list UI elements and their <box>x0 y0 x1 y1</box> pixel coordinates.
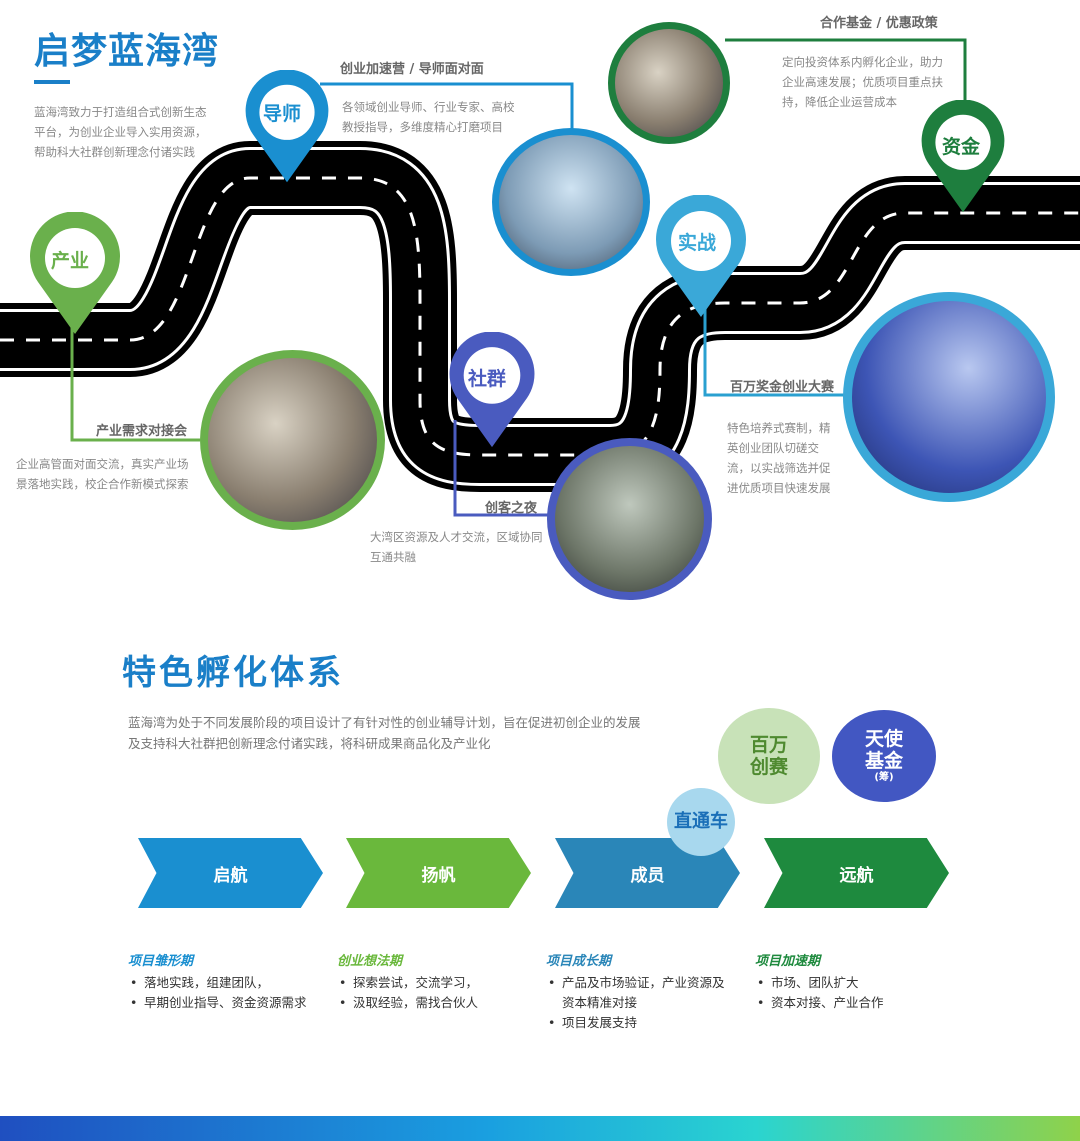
pin-industry-icon <box>30 212 120 334</box>
stage-bullet: 探索尝试，交流学习， <box>337 973 537 993</box>
title-underline <box>34 80 70 84</box>
intro-text: 蓝海湾致力于打造组合式创新生态平台，为创业企业导入实用资源，帮助科大社群创新理念… <box>34 105 207 159</box>
item-text-funding: 定向投资体系内孵化企业，助力企业高速发展；优质项目重点扶持，降低企业运营成本 <box>782 55 943 109</box>
stage-arrow-2: 扬帆 <box>346 838 531 908</box>
photo-community <box>547 438 712 600</box>
photo-funding <box>608 22 730 144</box>
stage-bullet: 落地实践，组建团队， <box>128 973 328 993</box>
bubble-contest-line2: 创赛 <box>749 756 788 778</box>
stage-phase: 创业想法期 <box>337 954 403 969</box>
stage-phase: 项目雏形期 <box>128 954 194 969</box>
pin-practice-icon <box>656 195 746 317</box>
incubation-intro: 蓝海湾为处于不同发展阶段的项目设计了有针对性的创业辅导计划，旨在促进初创企业的发… <box>128 715 641 751</box>
bubble-express: 直通车 <box>667 788 735 856</box>
photo-industry <box>200 350 385 530</box>
item-heading-community: 创客之夜 <box>485 501 538 516</box>
item-text-mentor: 各领域创业导师、行业专家、高校教授指导，多维度精心打磨项目 <box>342 100 515 134</box>
stage-label: 远航 <box>839 865 874 886</box>
item-heading-industry: 产业需求对接会 <box>96 424 188 439</box>
stage-bullet: 市场、团队扩大 <box>755 973 955 993</box>
stage-bullet: 汲取经验，需找合伙人 <box>337 993 537 1013</box>
bubble-contest-line1: 百万 <box>749 734 788 756</box>
stage-phase: 项目成长期 <box>546 954 612 969</box>
stage-bullet: 早期创业指导、资金资源需求 <box>128 993 328 1013</box>
item-text-industry: 企业高管面对面交流，真实产业场景落地实践，校企合作新模式探索 <box>16 457 189 491</box>
bubble-angel-note: (筹) <box>874 772 894 783</box>
stage-bullet: 资本对接、产业合作 <box>755 993 955 1013</box>
bubble-angel-line2: 基金 <box>864 750 903 772</box>
bubble-million-contest: 百万创赛 <box>718 708 820 804</box>
pin-mentor-icon <box>245 70 329 183</box>
pin-community-label: 社群 <box>468 368 507 390</box>
stage-info-1: 项目雏形期落地实践，组建团队，早期创业指导、资金资源需求 <box>128 950 328 1013</box>
pin-funding-label: 资金 <box>942 136 981 158</box>
section-title-qimeng: 启梦蓝海湾 <box>34 31 220 72</box>
pin-practice-label: 实战 <box>678 232 717 254</box>
stage-bullet: 项目发展支持 <box>546 1013 736 1033</box>
bubble-angel-fund: 天使基金(筹) <box>832 710 936 802</box>
section-title-incubation: 特色孵化体系 <box>122 653 344 693</box>
item-heading-funding: 合作基金 / 优惠政策 <box>820 16 938 31</box>
stage-arrow-4: 远航 <box>764 838 949 908</box>
stage-info-3: 项目成长期产品及市场验证，产业资源及资本精准对接项目发展支持 <box>546 950 736 1033</box>
item-heading-mentor: 创业加速营 / 导师面对面 <box>340 62 484 77</box>
pin-industry-label: 产业 <box>51 250 90 272</box>
item-heading-practice: 百万奖金创业大赛 <box>730 380 835 395</box>
item-text-community: 大湾区资源及人才交流，区域协同互通共融 <box>370 530 543 564</box>
photo-mentor <box>492 128 650 276</box>
stage-bullet: 产品及市场验证，产业资源及资本精准对接 <box>546 973 736 1013</box>
stage-info-2: 创业想法期探索尝试，交流学习，汲取经验，需找合伙人 <box>337 950 537 1013</box>
stage-label: 扬帆 <box>421 865 456 886</box>
stage-label: 启航 <box>213 865 248 886</box>
road-illustration <box>0 38 1080 517</box>
bubble-angel-line1: 天使 <box>864 728 903 750</box>
photo-practice <box>843 292 1055 502</box>
stage-arrow-1: 启航 <box>138 838 323 908</box>
pin-funding-icon <box>921 100 1005 213</box>
item-text-practice: 特色培养式赛制，精英创业团队切磋交流，以实战筛选并促进优质项目快速发展 <box>727 421 831 495</box>
stage-label: 成员 <box>630 865 665 886</box>
stage-info-4: 项目加速期市场、团队扩大资本对接、产业合作 <box>755 950 955 1013</box>
footer-gradient-bar <box>0 1116 1080 1141</box>
stage-phase: 项目加速期 <box>755 954 821 969</box>
pin-community-icon <box>449 332 535 448</box>
pin-mentor-label: 导师 <box>263 103 302 125</box>
